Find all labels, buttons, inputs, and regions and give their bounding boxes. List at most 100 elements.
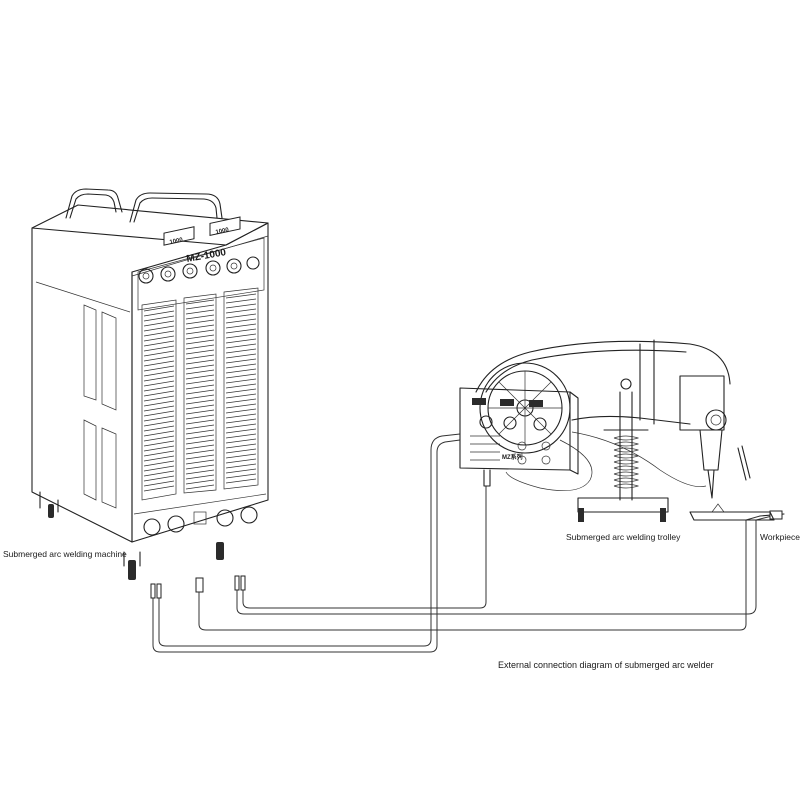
vent-slat	[185, 389, 215, 395]
vent-slat	[143, 460, 175, 467]
vent-slat	[185, 354, 215, 360]
vent-slat	[143, 315, 175, 322]
vent-slat	[143, 305, 175, 312]
vent-slat	[225, 368, 257, 374]
vent-slat	[185, 414, 215, 420]
vent-slat	[185, 359, 215, 365]
vent-slat	[143, 345, 175, 352]
vent-slat	[143, 485, 175, 492]
vent-slat	[185, 409, 215, 415]
vent-slat	[185, 419, 215, 425]
vent-slat	[185, 379, 215, 385]
vent-slat	[185, 334, 215, 340]
vent-slat	[225, 393, 257, 399]
spring-coil	[613, 441, 640, 447]
vent-slat	[185, 474, 215, 480]
vent-slat	[225, 413, 257, 419]
vent-slat	[185, 319, 215, 325]
vent-slat	[143, 365, 175, 372]
vent-slat	[225, 338, 257, 344]
vent-slat	[185, 364, 215, 370]
spring-coil	[613, 435, 640, 441]
vent-slat	[225, 358, 257, 364]
vent-slat	[225, 373, 257, 379]
vent-slat	[225, 398, 257, 404]
vent-slat	[143, 360, 175, 367]
vent-slat	[185, 309, 215, 315]
welding-machine: 1000 1000 MZ-1000	[31, 188, 269, 580]
vent-slat	[225, 303, 257, 309]
vent-slat	[185, 324, 215, 330]
vent-slat	[185, 424, 215, 430]
vent-slat	[225, 448, 257, 454]
workpiece-label: Workpiece	[760, 532, 800, 542]
vent-slat	[143, 440, 175, 447]
vent-slat	[143, 415, 175, 422]
vent-slat	[225, 443, 257, 449]
vent-slat	[185, 429, 215, 435]
casters	[39, 491, 224, 580]
vent-slat	[185, 339, 215, 345]
vent-slat	[143, 370, 175, 377]
vent-slat	[185, 344, 215, 350]
vent-slat	[185, 369, 215, 375]
vent-slat	[225, 428, 257, 434]
spring-coil	[613, 483, 640, 489]
workpiece-plate	[689, 503, 775, 521]
vent-slat	[225, 433, 257, 439]
vent-slat	[225, 468, 257, 474]
vent-slat	[143, 400, 175, 407]
vent-slat	[225, 343, 257, 349]
vent-slat	[225, 458, 257, 464]
trolley-label: Submerged arc welding trolley	[566, 532, 681, 542]
vent-slat	[143, 475, 175, 482]
vent-slat	[143, 445, 175, 452]
vent-slat	[225, 418, 257, 424]
vent-slat	[185, 439, 215, 445]
vent-slat	[225, 363, 257, 369]
vent-slat	[143, 435, 175, 442]
vent-slat	[185, 374, 215, 380]
vent-slat	[143, 430, 175, 437]
vent-slat	[225, 438, 257, 444]
vent-slat	[225, 293, 257, 299]
vent-slat	[143, 350, 175, 357]
vent-slat	[143, 385, 175, 392]
vent-slat	[225, 453, 257, 459]
vent-slat	[143, 470, 175, 477]
front-vents	[141, 287, 259, 501]
vent-slat	[185, 394, 215, 400]
spring-coil	[613, 465, 640, 471]
vent-slat	[143, 375, 175, 382]
vent-slat	[225, 478, 257, 484]
vent-slat	[143, 480, 175, 487]
vent-slat	[185, 469, 215, 475]
vent-slat	[225, 388, 257, 394]
vent-slat	[143, 450, 175, 457]
spring-coil	[613, 453, 640, 459]
vent-slat	[225, 403, 257, 409]
vent-slat	[225, 318, 257, 324]
vent-slat	[185, 464, 215, 470]
welding-trolley: MZ系列	[459, 339, 751, 522]
vent-slat	[225, 298, 257, 304]
display-left: 1000	[169, 237, 184, 246]
spring-coil	[613, 447, 640, 453]
vent-slat	[225, 328, 257, 334]
vent-slat	[225, 383, 257, 389]
vent-slat	[225, 408, 257, 414]
vent-slat	[143, 320, 175, 327]
vent-slat	[143, 390, 175, 397]
trolley-model: MZ系列	[502, 453, 523, 461]
vent-slat	[185, 314, 215, 320]
vent-slat	[185, 399, 215, 405]
machine-label: Submerged arc welding machine	[3, 549, 127, 559]
vent-slat	[185, 434, 215, 440]
vent-slat	[185, 454, 215, 460]
vent-slat	[143, 420, 175, 427]
vent-slat	[185, 349, 215, 355]
display-right: 1000	[215, 227, 230, 236]
vent-slat	[143, 425, 175, 432]
vent-slat	[143, 335, 175, 342]
